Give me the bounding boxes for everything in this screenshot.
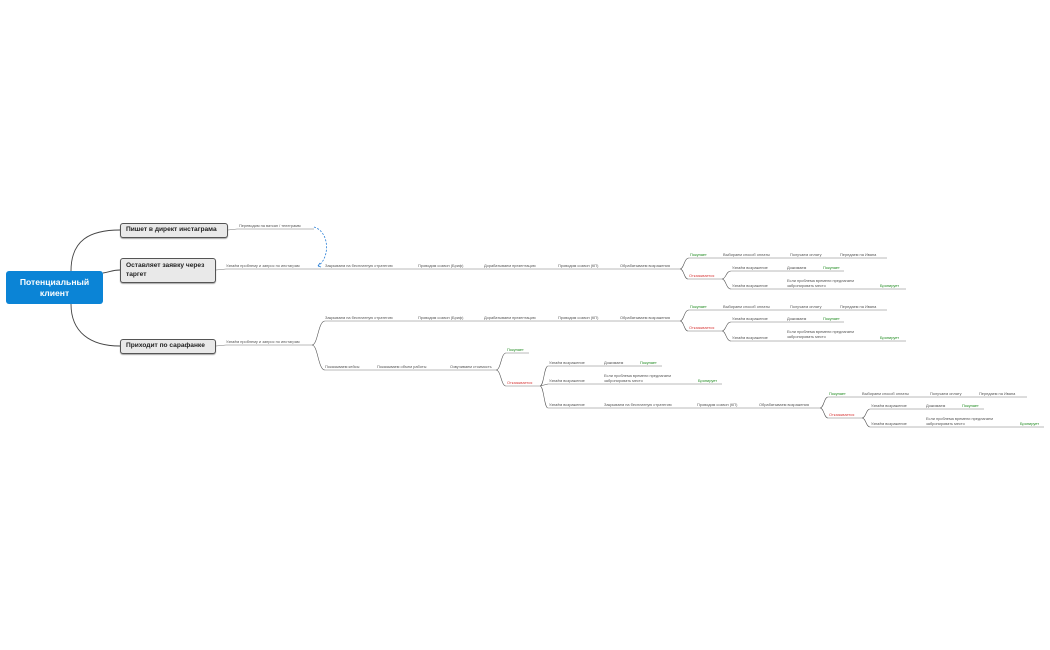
connector-line bbox=[317, 262, 322, 268]
connector-line bbox=[679, 309, 690, 322]
node-choose-payment[interactable]: Выбираем способ оплаты bbox=[723, 304, 770, 309]
node-get-payment[interactable]: Получаем оплату bbox=[790, 304, 822, 309]
connector-line bbox=[311, 344, 326, 371]
node-buys[interactable]: Покупает bbox=[640, 360, 657, 365]
node-buys[interactable]: Покупает bbox=[823, 316, 840, 321]
node-call-brief[interactable]: Проводим созвон (Бриф) bbox=[418, 263, 464, 268]
node-close-strategy[interactable]: Закрываем на бесплатную стратегию bbox=[604, 402, 672, 407]
node-transfer-messenger[interactable]: Переводим на ватсап / телеграмм bbox=[239, 223, 301, 228]
node-learn-objection[interactable]: Узнаём возражение bbox=[732, 265, 768, 270]
topic-target-request[interactable]: Оставляет заявку через таргет bbox=[120, 258, 216, 283]
connector-line bbox=[721, 330, 732, 342]
node-handle-objections[interactable]: Обрабатываем возражения bbox=[759, 402, 809, 407]
node-learn-objection[interactable]: Узнаём возражение bbox=[549, 402, 585, 407]
node-offer-booking[interactable]: Если проблема времени предлагаем заброни… bbox=[787, 329, 854, 339]
topic-word-of-mouth[interactable]: Приходит по сарафанке bbox=[120, 339, 216, 354]
node-books[interactable]: Бронирует bbox=[880, 283, 900, 288]
connector-line bbox=[861, 408, 871, 419]
node-buys[interactable]: Покупает bbox=[690, 252, 707, 257]
node-pass-ivan[interactable]: Передаем на Ивана bbox=[840, 304, 877, 309]
connector-line bbox=[539, 385, 549, 409]
node-show-scope[interactable]: Показываем объем работы bbox=[377, 364, 427, 369]
node-push[interactable]: Дожимаем bbox=[604, 360, 624, 365]
node-refuses[interactable]: Отказывается bbox=[689, 273, 715, 278]
connector-line bbox=[679, 268, 689, 280]
node-handle-objections[interactable]: Обрабатываем возражения bbox=[620, 263, 670, 268]
node-refuses[interactable]: Отказывается bbox=[829, 412, 855, 417]
node-choose-payment[interactable]: Выбираем способ оплаты bbox=[723, 252, 770, 257]
node-learn-objection[interactable]: Узнаём возражение bbox=[871, 421, 907, 426]
node-close-strategy[interactable]: Закрываем на бесплатную стратегию bbox=[325, 263, 393, 268]
node-refine-presentation[interactable]: Дорабатываем презентацию bbox=[484, 315, 536, 320]
connector-line bbox=[679, 257, 690, 270]
connector-line bbox=[679, 320, 689, 332]
connector-line bbox=[70, 229, 121, 272]
connector-line bbox=[721, 278, 732, 290]
node-push[interactable]: Дожимаем bbox=[787, 265, 807, 270]
connector-line bbox=[495, 369, 507, 387]
node-offer-booking[interactable]: Если проблема времени предлагаем заброни… bbox=[787, 278, 854, 288]
node-call-kp[interactable]: Проводим созвон (КП) bbox=[697, 402, 738, 407]
connector-line bbox=[495, 352, 507, 371]
node-learn-objection[interactable]: Узнаём возражение bbox=[732, 335, 768, 340]
connector-line bbox=[311, 320, 326, 346]
node-show-cases[interactable]: Показываем кейсы bbox=[325, 364, 360, 369]
node-learn-objection[interactable]: Узнаём возражение bbox=[732, 316, 768, 321]
node-push[interactable]: Дожимаем bbox=[787, 316, 807, 321]
node-learn-objection[interactable]: Узнаём возражение bbox=[549, 360, 585, 365]
node-books[interactable]: Бронирует bbox=[698, 378, 718, 383]
node-close-strategy[interactable]: Закрываем на бесплатную стратегию bbox=[325, 315, 393, 320]
root-topic[interactable]: Потенциальный клиент bbox=[6, 271, 103, 304]
topic-direct-instagram[interactable]: Пишет в директ инстаграма bbox=[120, 223, 228, 238]
connector-line bbox=[819, 407, 829, 419]
connector-line bbox=[215, 268, 227, 271]
node-call-kp[interactable]: Проводим созвон (КП) bbox=[558, 263, 599, 268]
node-learn-objection[interactable]: Узнаём возражение bbox=[732, 283, 768, 288]
connector-line bbox=[313, 226, 327, 267]
node-handle-objections[interactable]: Обрабатываем возражения bbox=[620, 315, 670, 320]
node-get-payment[interactable]: Получаем оплату bbox=[930, 391, 962, 396]
connector-line bbox=[70, 303, 121, 347]
node-buys[interactable]: Покупает bbox=[823, 265, 840, 270]
connector-line bbox=[721, 321, 732, 332]
node-learn-problem[interactable]: Узнаём проблему и запрос по инстаграм bbox=[226, 339, 300, 344]
node-get-payment[interactable]: Получаем оплату bbox=[790, 252, 822, 257]
node-push[interactable]: Дожимаем bbox=[926, 403, 946, 408]
node-books[interactable]: Бронирует bbox=[880, 335, 900, 340]
node-learn-objection[interactable]: Узнаём возражение bbox=[871, 403, 907, 408]
connector-line bbox=[721, 270, 732, 280]
node-call-kp[interactable]: Проводим созвон (КП) bbox=[558, 315, 599, 320]
node-pass-ivan[interactable]: Передаем на Ивана bbox=[840, 252, 877, 257]
node-learn-problem[interactable]: Узнаём проблему и запрос по инстаграм bbox=[226, 263, 300, 268]
connector-line bbox=[539, 383, 549, 387]
node-refuses[interactable]: Отказывается bbox=[507, 380, 533, 385]
node-learn-objection[interactable]: Узнаём возражение bbox=[549, 378, 585, 383]
connector-line bbox=[539, 365, 549, 387]
node-choose-payment[interactable]: Выбираем способ оплаты bbox=[862, 391, 909, 396]
connector-line bbox=[215, 344, 227, 347]
node-buys[interactable]: Покупает bbox=[690, 304, 707, 309]
node-pass-ivan[interactable]: Передаем на Ивана bbox=[979, 391, 1016, 396]
node-offer-booking[interactable]: Если проблема времени предлагаем заброни… bbox=[926, 416, 993, 426]
node-books[interactable]: Бронирует bbox=[1020, 421, 1040, 426]
node-refine-presentation[interactable]: Дорабатываем презентацию bbox=[484, 263, 536, 268]
node-buys[interactable]: Покупает bbox=[507, 347, 524, 352]
node-buys[interactable]: Покупает bbox=[829, 391, 846, 396]
node-announce-price[interactable]: Озвучиваем стоимость bbox=[450, 364, 492, 369]
connector-line bbox=[819, 396, 829, 409]
connector-line bbox=[102, 269, 121, 274]
node-refuses[interactable]: Отказывается bbox=[689, 325, 715, 330]
connector-line bbox=[861, 417, 871, 428]
node-buys[interactable]: Покупает bbox=[962, 403, 979, 408]
node-offer-booking[interactable]: Если проблема времени предлагаем заброни… bbox=[604, 373, 671, 383]
connector-line bbox=[227, 228, 238, 231]
node-call-brief[interactable]: Проводим созвон (Бриф) bbox=[418, 315, 464, 320]
